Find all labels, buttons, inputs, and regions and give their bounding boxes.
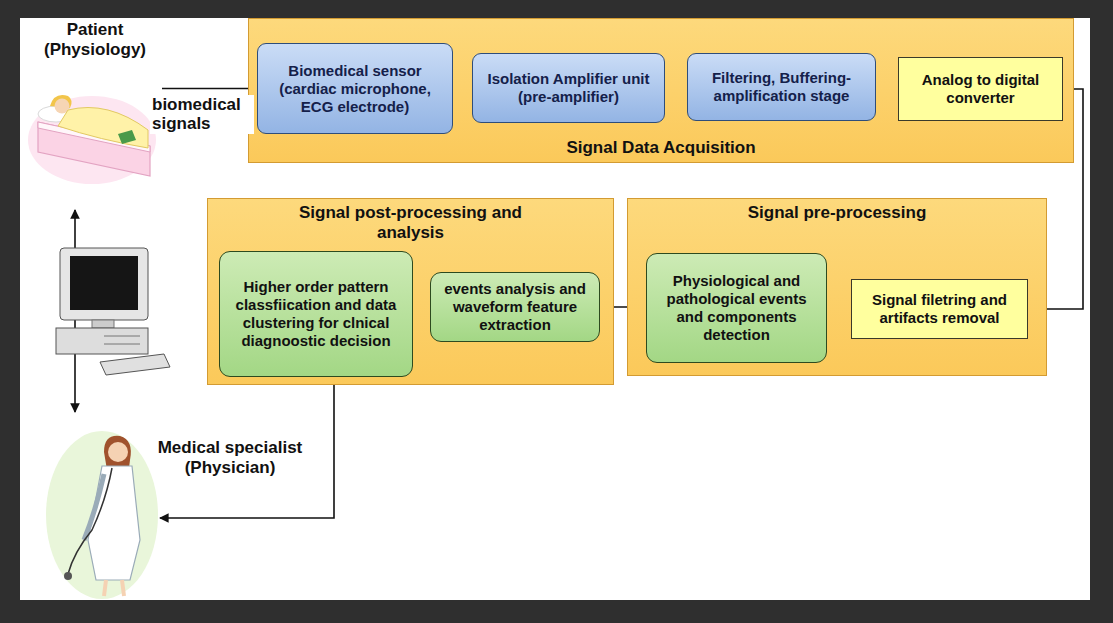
connector bbox=[162, 88, 257, 90]
stage-panel: Signal pre-processingPhysiological and p… bbox=[627, 198, 1047, 376]
process-box: Filtering, Buffering- amplification stag… bbox=[687, 53, 876, 121]
analysis-box: Higher order pattern classfiication and … bbox=[219, 251, 413, 377]
edge-label: biomedical signals bbox=[150, 95, 254, 134]
box-label: Higher order pattern classfiication and … bbox=[226, 278, 406, 350]
stage-panel: Signal Data Acquisition Biomedical sensor… bbox=[248, 18, 1074, 163]
figure-caption: Patient (Physiology) bbox=[28, 20, 162, 61]
stage-title: Signal pre-processing bbox=[748, 203, 927, 223]
stage-panel: Signal post-processing and analysisHighe… bbox=[207, 198, 614, 385]
analysis-box: events analysis and waveform feature ext… bbox=[430, 272, 600, 342]
figure-caption: Medical specialist (Physician) bbox=[140, 438, 320, 479]
patient-illustration bbox=[28, 95, 156, 184]
box-label: Analog to digital converter bbox=[905, 71, 1056, 107]
box-label: Signal filetring and artifacts removal bbox=[858, 291, 1021, 327]
process-box: Analog to digital converter bbox=[898, 57, 1063, 121]
box-label: Biomedical sensor (cardiac microphone, E… bbox=[264, 62, 446, 116]
process-box: Signal filetring and artifacts removal bbox=[851, 279, 1028, 339]
process-box: Biomedical sensor (cardiac microphone, E… bbox=[257, 43, 453, 134]
physician-illustration bbox=[46, 431, 158, 599]
process-box: Isolation Amplifier unit (pre-amplifier) bbox=[472, 53, 665, 123]
stage-title: Signal post-processing and analysis bbox=[276, 203, 546, 244]
stage-title: Signal Data Acquisition bbox=[566, 138, 755, 158]
computer-illustration bbox=[56, 210, 170, 412]
box-label: Isolation Amplifier unit (pre-amplifier) bbox=[479, 70, 658, 106]
figure-node: Medical specialist (Physician) bbox=[40, 430, 160, 598]
box-label: Physiological and pathological events an… bbox=[653, 272, 820, 344]
box-label: Filtering, Buffering- amplification stag… bbox=[694, 69, 869, 105]
figure-node: Patient (Physiology) bbox=[28, 20, 162, 180]
analysis-box: Physiological and pathological events an… bbox=[646, 253, 827, 363]
box-label: events analysis and waveform feature ext… bbox=[437, 280, 593, 334]
